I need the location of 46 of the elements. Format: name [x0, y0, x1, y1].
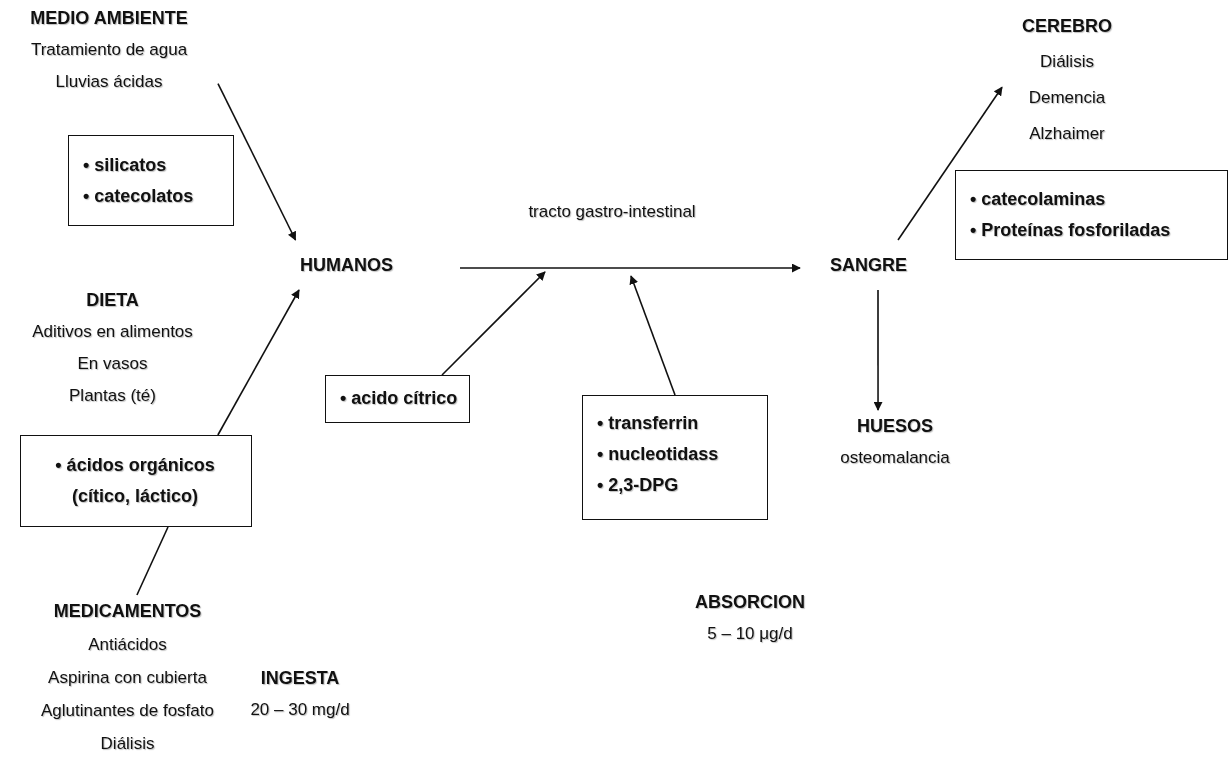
category-item: osteomalancia [839, 447, 951, 469]
list-item: • catecolaminas [970, 188, 1107, 211]
bullet-list-box [582, 395, 768, 520]
arrow [217, 82, 297, 241]
category-item: Diálisis [99, 733, 156, 755]
arrow [873, 289, 883, 411]
category-item: Lluvias ácidas [54, 71, 164, 93]
dose-value: 5 – 10 μg/d [707, 624, 793, 644]
category-item: Diálisis [1039, 51, 1095, 73]
category-item: En vasos [76, 353, 149, 375]
list-item: • nucleotidass [597, 443, 720, 466]
category-item: Antiácidos [87, 634, 168, 656]
list-item: • acido cítrico [340, 387, 459, 410]
category-item: Aspirina con cubierta [47, 667, 208, 689]
category-heading: HUESOS [856, 415, 934, 438]
category-item: Plantas (té) [68, 385, 157, 407]
category-heading: MEDIO AMBIENTE [29, 7, 189, 30]
list-item: • catecolatos [83, 185, 195, 208]
category-item: Aditivos en alimentos [31, 321, 194, 343]
arrow [441, 271, 546, 376]
arrow [897, 86, 1003, 241]
category-heading: MEDICAMENTOS [52, 600, 203, 623]
category-item: Demencia [1027, 87, 1107, 109]
category-item: Aglutinantes de fosfato [40, 700, 215, 722]
list-item: • silicatos [83, 154, 168, 177]
list-item: • transferrin [597, 412, 700, 435]
stage-label: SANGRE [830, 254, 908, 277]
section-heading: INGESTA [260, 668, 340, 689]
category-item: Alzhaimer [1028, 123, 1106, 145]
list-item: • ácidos orgánicos (cítico, láctico) [54, 454, 216, 508]
arrow [217, 289, 300, 436]
arrow [459, 263, 801, 273]
category-heading: CEREBRO [1021, 15, 1113, 38]
bullet-list-box [20, 435, 252, 527]
list-item: • Proteínas fosforiladas [970, 219, 1172, 242]
list-item: • 2,3-DPG [597, 474, 680, 497]
category-item: Tratamiento de agua [29, 39, 189, 61]
category-heading: DIETA [85, 289, 140, 312]
section-heading: ABSORCION [695, 592, 805, 613]
dose-value: 20 – 30 mg/d [250, 700, 350, 720]
arrow [629, 275, 676, 396]
bullet-list-box [955, 170, 1228, 260]
bullet-list-box [325, 375, 470, 423]
connector-line [136, 526, 169, 596]
bullet-list-box [68, 135, 234, 226]
stage-label: HUMANOS [300, 254, 394, 277]
